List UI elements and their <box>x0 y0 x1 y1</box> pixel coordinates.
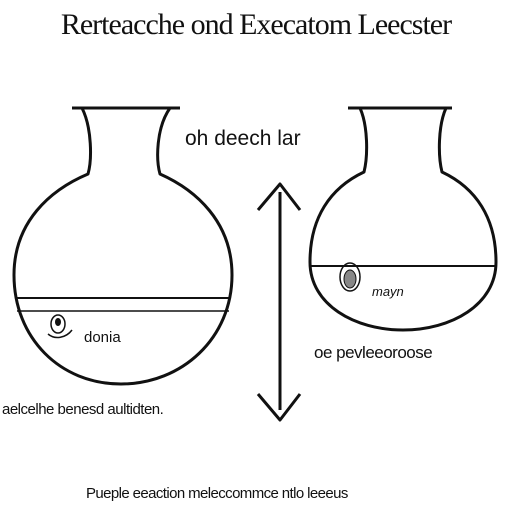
left-flask-bubble <box>47 314 73 339</box>
right-flask-bubble <box>339 262 361 292</box>
label-left-bottom: aelcelhe benesd aultidten. <box>2 401 164 418</box>
double-arrow <box>256 182 302 422</box>
left-flask <box>12 106 234 386</box>
footer-caption: Pueple eeaction meleccommce ntlo leeeus <box>86 485 348 502</box>
label-right-flask-liquid: mayn <box>372 284 404 299</box>
right-flask-outline <box>308 106 498 332</box>
right-flask <box>308 106 498 332</box>
left-flask-outline <box>12 106 234 386</box>
label-left-flask-liquid: donia <box>84 329 121 346</box>
label-right-side: oe pevleeoroose <box>314 343 433 362</box>
diagram-title: Rerteacche ond Execatom Leecster <box>60 8 452 41</box>
label-top-right: oh deech lar <box>185 127 301 150</box>
